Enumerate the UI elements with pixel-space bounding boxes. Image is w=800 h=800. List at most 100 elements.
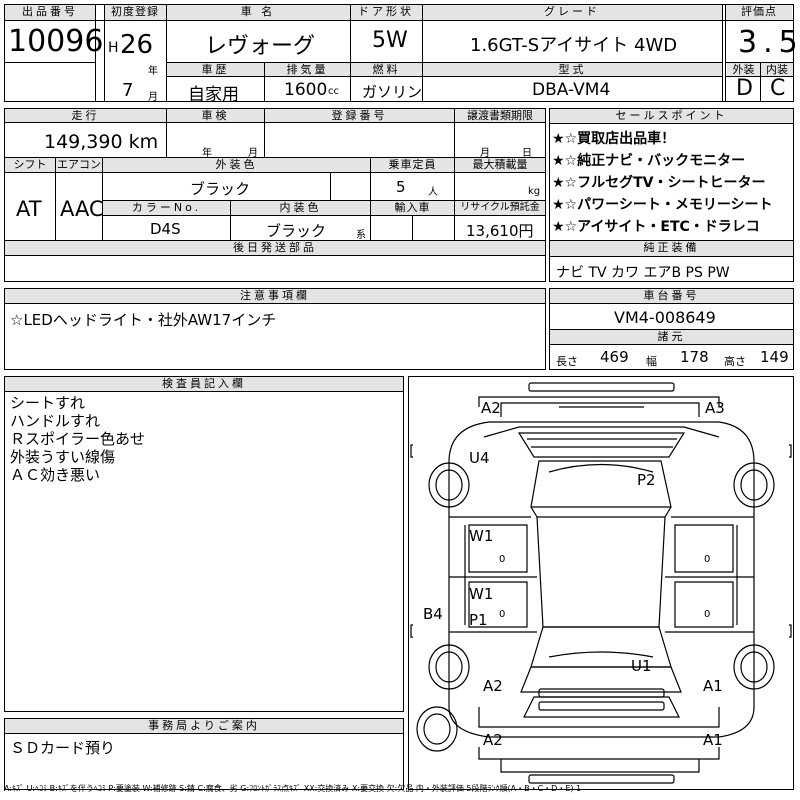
inspector-note: 外装うすい線傷 — [10, 448, 116, 466]
mileage-label: 走行 — [5, 109, 166, 122]
height-label: 高さ — [724, 355, 746, 368]
svg-text:0: 0 — [704, 609, 710, 620]
ac-label: エアコン — [56, 158, 102, 172]
aircon: AAC — [60, 197, 104, 221]
shaken-month: 月 — [248, 148, 258, 159]
interior-color-unit: 系 — [356, 230, 366, 241]
import-label: 輸入車 — [371, 201, 454, 215]
chassis-number: VM4-008649 — [614, 308, 716, 327]
office-box — [4, 718, 404, 790]
inspector-note: Ｒスポイラー色あせ — [10, 430, 146, 448]
name-label: 車 名 — [166, 5, 350, 20]
office-text: ＳＤカード預り — [10, 739, 116, 757]
history: 自家用 — [188, 85, 239, 105]
header-table — [4, 4, 794, 102]
recycle-label: リサイクル預託金 — [455, 201, 545, 215]
door-type: 5W — [372, 28, 408, 53]
details-table — [4, 108, 546, 282]
fuel-label: 燃料 — [351, 63, 422, 76]
reg-year-unit: 年 — [148, 66, 158, 77]
inspector-note: ＡＣ効き悪い — [10, 466, 101, 484]
inspector-note: ハンドルすれ — [10, 412, 101, 430]
inspector-label: 検査員記入欄 — [5, 377, 403, 391]
colorno-label: カラーNo. — [103, 201, 230, 215]
reg-month: 7 — [122, 80, 134, 101]
lot-number: 10096 — [8, 24, 104, 59]
shift: AT — [16, 197, 42, 221]
svg-text:0: 0 — [499, 554, 505, 565]
sales-point: ★☆パワーシート・メモリーシート — [552, 197, 773, 213]
later-parts-label: 後日発送部品 — [5, 241, 545, 255]
mark-a3: A3 — [705, 399, 725, 417]
mark-a2-bottom: A2 — [483, 731, 503, 749]
grade-label: グレード — [422, 5, 722, 20]
color: ブラック — [190, 180, 251, 198]
plate-label: 登録番号 — [265, 109, 454, 122]
intcolor-label: 内装色 — [231, 201, 370, 215]
length-label: 長さ — [556, 355, 578, 368]
sales-point: ★☆買取店出品車！ — [552, 131, 676, 147]
width-label: 幅 — [646, 355, 657, 368]
transfer-label: 譲渡書類期限 — [455, 109, 545, 122]
shift-label: シフト — [5, 158, 55, 172]
seats-label: 乗車定員 — [371, 158, 454, 172]
exterior-grade: D — [736, 76, 753, 101]
int-label: 内装 — [761, 63, 793, 76]
fuel: ガソリン — [362, 83, 423, 101]
mark-b4: B4 — [423, 605, 443, 623]
office-label: 事務局よりご案内 — [5, 719, 403, 733]
mark-u1: U1 — [631, 657, 652, 675]
svg-text:0: 0 — [704, 554, 710, 565]
car-name: レヴォーグ — [205, 34, 316, 59]
car-diagram-svg: 0 0 0 0 — [410, 382, 792, 784]
equip-label: 純正装備 — [550, 241, 793, 256]
seats: 5 — [396, 178, 406, 196]
mark-w1-front: W1 — [469, 527, 494, 545]
seats-unit: 人 — [428, 187, 438, 198]
color-label: 外装色 — [103, 158, 370, 172]
mileage: 149,390 km — [44, 131, 159, 153]
reg-label: 初度登録 — [104, 5, 166, 20]
caution-label: 注意事項欄 — [5, 289, 545, 303]
mark-a1-rear-right: A1 — [703, 677, 723, 695]
transfer-month: 月 — [480, 148, 490, 159]
score-label: 評価点 — [726, 5, 792, 20]
caution-text: ☆LEDヘッドライト・社外AW17インチ — [10, 311, 277, 329]
sales-label: セールスポイント — [550, 109, 793, 123]
model-code: DBA-VM4 — [532, 80, 611, 100]
grade: 1.6GT-Sアイサイト 4WD — [470, 35, 678, 56]
legend: A:ｷｽﾞ U:ﾍｺﾐ B:ｷｽﾞを伴うﾍｺﾐ P:要塗装 W:補修跡 S:錆 … — [4, 784, 582, 793]
sales-points-list: ★☆買取店出品車！★☆純正ナビ・バックモニター★☆フルセグTV・シートヒーター★… — [552, 128, 792, 238]
disp-unit: cc — [328, 86, 339, 97]
dims-label: 諸元 — [550, 330, 793, 344]
transfer-day: 日 — [522, 148, 532, 159]
reg-month-unit: 月 — [148, 92, 158, 103]
mark-a2-rear-left: A2 — [483, 677, 503, 695]
mark-p1: P1 — [469, 611, 488, 629]
load-unit: kg — [528, 186, 541, 197]
ext-label: 外装 — [727, 63, 760, 76]
inspector-note: シートすれ — [10, 394, 86, 412]
mark-u4: U4 — [469, 449, 490, 467]
svg-text:0: 0 — [499, 609, 505, 620]
sales-points-box — [549, 108, 794, 282]
model-label: 型式 — [423, 63, 722, 76]
displacement: 1600 — [284, 80, 328, 100]
recycle-fee: 13,610円 — [466, 222, 534, 240]
door-label: ドア形状 — [350, 5, 422, 20]
mark-a2-front-left: A2 — [481, 399, 501, 417]
equipment: ナビ TV カワ エアB PS PW — [556, 265, 730, 281]
chassis-label: 車台番号 — [550, 289, 793, 303]
disp-label: 排気量 — [265, 63, 350, 76]
mark-a1-bottom: A1 — [703, 731, 723, 749]
car-diagram: 0 0 0 0 A2 A3 U4 P2 W1 W1 P1 B4 U1 A2 A1… — [408, 376, 794, 790]
shaken-year: 年 — [202, 148, 212, 159]
score: 3.5 — [738, 25, 800, 60]
mark-p2: P2 — [637, 471, 656, 489]
shaken-label: 車検 — [167, 109, 264, 122]
reg-era: H — [108, 40, 119, 56]
length: 469 — [600, 348, 629, 366]
reg-year: 26 — [120, 30, 154, 60]
load-label: 最大積載量 — [455, 158, 545, 172]
